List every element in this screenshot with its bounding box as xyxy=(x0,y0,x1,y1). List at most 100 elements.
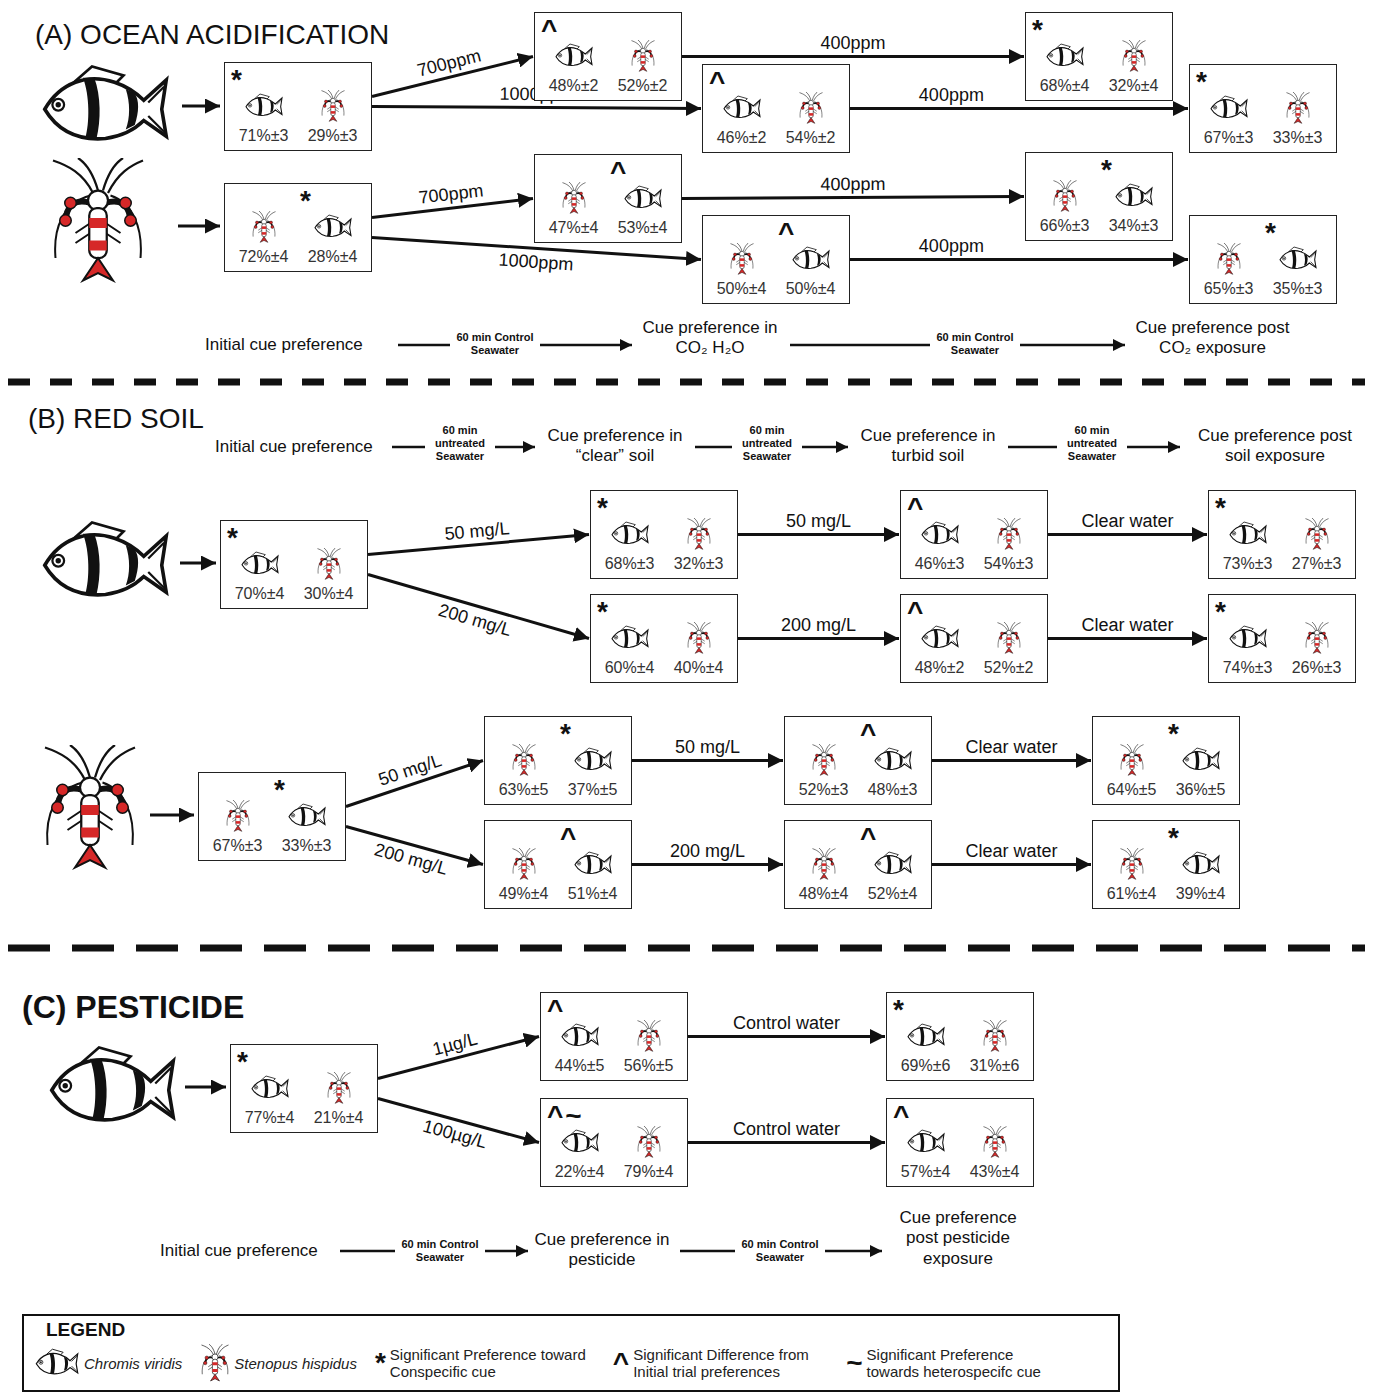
result-column: 67%±3 xyxy=(203,776,272,856)
percentage-value: 36%±5 xyxy=(1166,780,1235,800)
percentage-value: 73%±3 xyxy=(1213,554,1282,574)
symbol-row: ^ xyxy=(539,16,608,40)
significance-symbol: * xyxy=(231,66,242,90)
text-label: 60 min untreated Seawater xyxy=(732,424,802,464)
symbol-row: ^ xyxy=(858,720,927,744)
significance-symbol: * xyxy=(560,720,571,744)
species-icon xyxy=(244,90,284,122)
percentage-value: 54%±3 xyxy=(974,554,1043,574)
legend-text: Stenopus hispidus xyxy=(234,1355,357,1372)
species-icon xyxy=(1278,92,1318,124)
result-box: *69%±631%±6 xyxy=(886,992,1034,1081)
symbol-row: * xyxy=(1194,68,1263,92)
result-column: ^53%±4 xyxy=(608,158,677,238)
result-column: *36%±5 xyxy=(1166,720,1235,800)
result-column: *60%±4 xyxy=(595,598,664,678)
result-column: ^48%±2 xyxy=(905,598,974,678)
species-arrow xyxy=(178,225,220,228)
edge-label: 50 mg/L xyxy=(441,517,514,543)
percentage-value: 32%±4 xyxy=(1099,76,1168,96)
symbol-row xyxy=(1097,824,1166,848)
text-label: Initial cue preference xyxy=(205,335,395,355)
percentage-value: 35%±3 xyxy=(1263,279,1332,299)
species-icon-shape xyxy=(562,1024,598,1045)
percentage-value: 46%±3 xyxy=(905,554,974,574)
text-label: Initial cue preference xyxy=(215,437,390,457)
connector-arrow xyxy=(632,759,783,762)
result-column: 54%±2 xyxy=(776,68,845,148)
result-column: *68%±4 xyxy=(1030,16,1099,96)
percentage-value: 68%±4 xyxy=(1030,76,1099,96)
species-icon-shape xyxy=(875,852,911,873)
species-icon xyxy=(1278,243,1318,275)
species-icon-shape xyxy=(793,247,829,268)
species-icon xyxy=(313,90,353,122)
legend-item: ~Significant Preference towards heterosp… xyxy=(846,1346,1056,1380)
species-arrow xyxy=(150,814,194,817)
result-column: *67%±3 xyxy=(1194,68,1263,148)
text-label: Cue preference in “clear” soil xyxy=(540,426,690,467)
edge-label: 50 mg/L xyxy=(672,737,743,757)
symbol-row: * xyxy=(595,494,664,518)
result-column: *74%±3 xyxy=(1213,598,1282,678)
percentage-value: 30%±4 xyxy=(294,584,363,604)
percentage-value: 48%±3 xyxy=(858,780,927,800)
percentage-value: 60%±4 xyxy=(595,658,664,678)
legend-text: Significant Preference toward Conspecifi… xyxy=(390,1346,595,1380)
result-column: 21%±4 xyxy=(304,1048,373,1128)
species-icon xyxy=(319,1072,359,1104)
percentage-value: 39%±4 xyxy=(1166,884,1235,904)
connector-arrow xyxy=(738,637,899,640)
connector-arrow xyxy=(632,863,783,866)
symbol-row xyxy=(789,720,858,744)
species-icon xyxy=(920,622,960,654)
significance-symbol: * xyxy=(1215,494,1226,518)
species-icon-shape xyxy=(631,40,654,71)
species-icon-shape xyxy=(317,548,340,579)
species-icon xyxy=(573,744,613,776)
symbol-row xyxy=(1099,16,1168,40)
symbol-row xyxy=(974,494,1043,518)
species-icon-shape xyxy=(908,1024,944,1045)
result-column: 79%±4 xyxy=(614,1102,683,1182)
edge-label: 200 mg/L xyxy=(667,841,748,861)
species-icon xyxy=(504,744,544,776)
percentage-value: 26%±3 xyxy=(1282,658,1351,678)
connector-arrow xyxy=(850,107,1188,110)
species-icon-shape xyxy=(612,626,648,647)
symbol-row xyxy=(489,720,558,744)
significance-symbol: ^ xyxy=(907,598,923,622)
connector-arrow xyxy=(688,1141,885,1144)
legend-text: Significant Preference towards heterospe… xyxy=(867,1346,1057,1380)
result-column: ^48%±2 xyxy=(539,16,608,96)
percentage-value: 52%±3 xyxy=(789,780,858,800)
text-label: (A) OCEAN ACIDIFICATION xyxy=(35,18,475,52)
percentage-value: 33%±3 xyxy=(272,836,341,856)
percentage-value: 67%±3 xyxy=(203,836,272,856)
symbol-row: ^ xyxy=(558,824,627,848)
result-column: 48%±4 xyxy=(789,824,858,904)
species-icon-shape xyxy=(1120,848,1143,879)
species-icon xyxy=(975,1020,1015,1052)
result-box: ^48%±252%±2 xyxy=(534,12,682,101)
symbol-row xyxy=(664,598,733,622)
result-column: 27%±3 xyxy=(1282,494,1351,574)
species-icon xyxy=(722,92,762,124)
percentage-value: 77%±4 xyxy=(235,1108,304,1128)
result-column: 50%±4 xyxy=(707,219,776,299)
connector-arrow xyxy=(932,863,1091,866)
result-column: 30%±4 xyxy=(294,524,363,604)
percentage-value: 27%±3 xyxy=(1282,554,1351,574)
result-column: *69%±6 xyxy=(891,996,960,1076)
percentage-value: 37%±5 xyxy=(558,780,627,800)
result-column: 66%±3 xyxy=(1030,156,1099,236)
species-icon-shape xyxy=(556,44,592,65)
species-icon xyxy=(1228,518,1268,550)
result-column: 64%±5 xyxy=(1097,720,1166,800)
species-icon xyxy=(629,1020,669,1052)
symbol-row: ^ xyxy=(776,219,845,243)
result-box: *74%±326%±3 xyxy=(1208,594,1356,683)
connector-arrow xyxy=(1048,637,1207,640)
legend-symbol: ^ xyxy=(613,1349,629,1377)
species-icon xyxy=(309,548,349,580)
